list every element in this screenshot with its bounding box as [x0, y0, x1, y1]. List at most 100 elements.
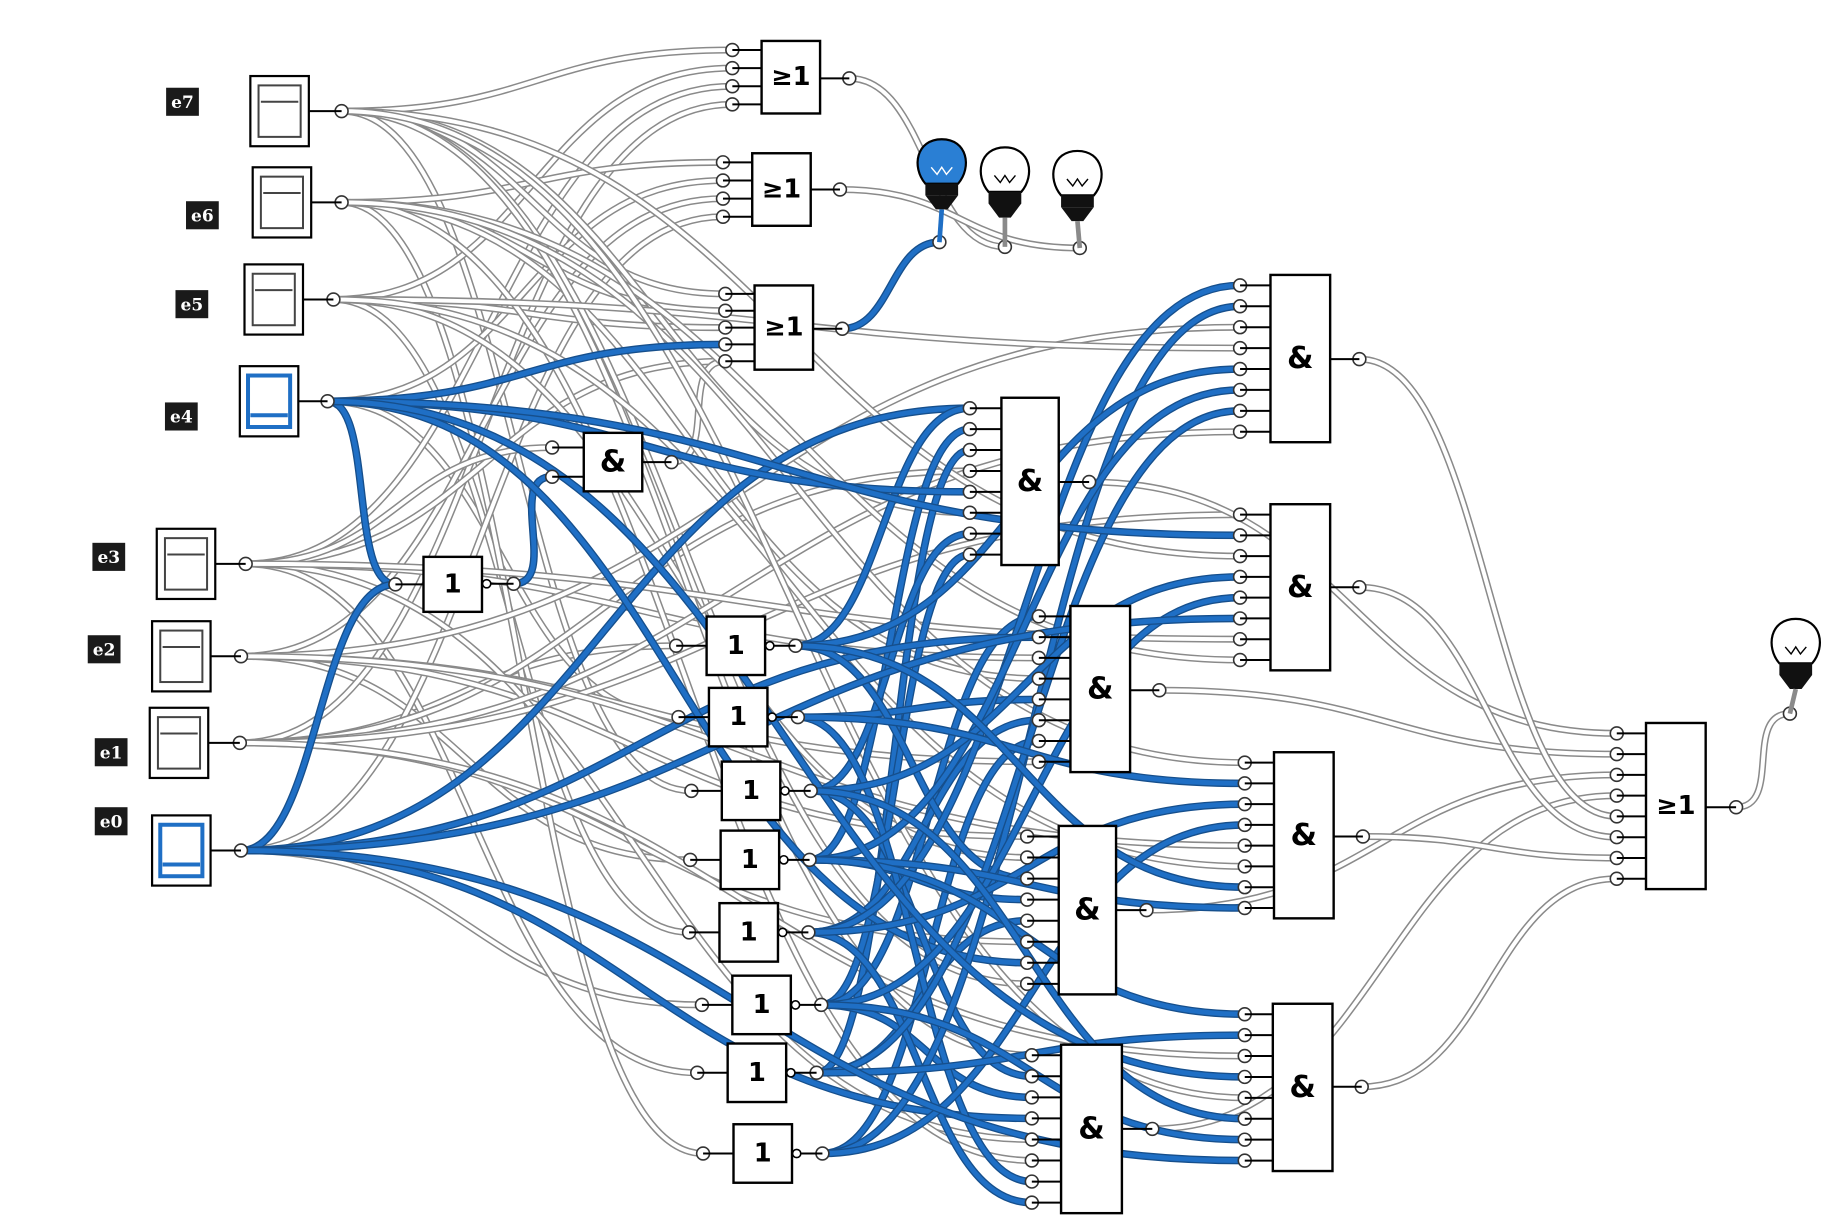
gate-symbol: 1	[729, 702, 747, 732]
active-wire	[323, 397, 1031, 967]
switch-e5[interactable]	[243, 263, 334, 336]
active-wire	[794, 713, 1249, 788]
active-wire	[838, 238, 944, 333]
input-label-text: e7	[171, 93, 194, 113]
not0-gate: 1	[395, 555, 514, 614]
inactive-wire	[1358, 875, 1621, 1091]
n7-gate: 1	[703, 1123, 823, 1184]
and8-gate: &	[1244, 1002, 1362, 1173]
gate-symbol: &	[600, 445, 627, 480]
gate-symbol: ≥1	[1656, 791, 1695, 821]
input-label-e3: e3	[92, 542, 126, 571]
n6-gate: 1	[697, 1042, 817, 1104]
orF-gate: ≥1	[1616, 721, 1737, 891]
gate-symbol: &	[1291, 818, 1318, 853]
inactive-wire	[1148, 792, 1621, 1133]
input-label-text: e3	[97, 548, 120, 568]
active-wire	[237, 633, 1043, 855]
gate-symbol: 1	[754, 1138, 772, 1168]
active-wire	[805, 425, 974, 864]
light-bulb-icon	[916, 138, 967, 243]
inactive-wire	[1732, 710, 1794, 811]
n0-gate: 1	[676, 615, 796, 677]
and5-gate: &	[1240, 273, 1360, 444]
input-label-text: e5	[181, 295, 204, 315]
input-label-text: e1	[100, 743, 123, 763]
input-label-e2: e2	[87, 635, 121, 664]
gate-symbol: 1	[748, 1058, 766, 1088]
and3-gate: &	[1027, 824, 1147, 996]
n1-gate: 1	[678, 686, 798, 748]
gate-symbol: 1	[753, 990, 771, 1020]
and4-gate: &	[1031, 1043, 1153, 1215]
input-label-e6: e6	[186, 201, 219, 230]
gate-symbol: ≥1	[764, 313, 803, 343]
gate-symbol: 1	[727, 631, 745, 661]
inactive-wire	[237, 652, 694, 864]
active-wire	[806, 787, 1249, 1123]
active-wire	[812, 407, 1244, 1077]
active-wire	[237, 846, 1036, 1123]
input-label-text: e4	[170, 408, 193, 428]
input-label-e5: e5	[175, 290, 209, 319]
n4-gate: 1	[689, 901, 809, 963]
input-label-e4: e4	[164, 402, 198, 431]
switch-e3[interactable]	[155, 527, 246, 601]
gate-symbol: &	[1078, 1111, 1105, 1146]
inactive-wire	[836, 186, 1084, 252]
input-label-e0: e0	[94, 807, 128, 836]
andA-gate: &	[552, 431, 672, 493]
inactive-wire	[1155, 686, 1621, 758]
input-label-e1: e1	[94, 738, 128, 767]
gate-symbol: ≥1	[771, 62, 810, 92]
gate-symbol: &	[1087, 672, 1114, 707]
gate-symbol: &	[1289, 1070, 1316, 1105]
switch-e2[interactable]	[150, 620, 241, 693]
light-bulb-icon	[979, 146, 1031, 247]
active-wire	[804, 281, 1244, 937]
input-switches[interactable]	[148, 74, 342, 887]
switch-e4[interactable]	[238, 365, 328, 438]
gate-symbol: &	[1074, 893, 1101, 928]
input-labels: e7 e6 e5 e4 e3 e2 e1 e0	[87, 87, 219, 836]
inactive-wire	[1355, 355, 1621, 820]
active-wire	[791, 404, 974, 650]
inactive-wire	[1359, 832, 1621, 862]
gate-symbol: 1	[444, 569, 462, 599]
active-wire	[323, 397, 400, 589]
gate-symbol: ≥1	[762, 175, 801, 205]
active-wire	[323, 397, 1244, 540]
switch-e7[interactable]	[249, 74, 342, 148]
light-bulb-icon	[1770, 617, 1821, 715]
active-wire	[323, 340, 730, 406]
gate-symbol: 1	[740, 917, 758, 947]
inactive-wire	[338, 46, 736, 115]
gate-symbol: &	[1287, 341, 1314, 376]
inactive-wire	[338, 198, 1036, 1165]
input-label-text: e0	[100, 812, 123, 832]
or2-gate: ≥1	[722, 152, 840, 227]
active-wire	[806, 573, 1244, 795]
gate-symbol: &	[1287, 570, 1314, 605]
active-wire	[323, 397, 1249, 1081]
active-wire	[237, 404, 974, 855]
inactive-wire	[237, 652, 1249, 850]
or1-gate: ≥1	[732, 39, 850, 115]
gate-symbol: &	[1017, 464, 1044, 499]
switch-e6[interactable]	[251, 166, 342, 239]
switch-e1[interactable]	[148, 706, 240, 780]
switch-e0[interactable]	[150, 814, 241, 887]
input-label-text: e2	[93, 640, 116, 660]
inactive-wire	[236, 739, 1249, 1060]
and7-gate: &	[1244, 751, 1363, 920]
active-wire	[237, 580, 400, 855]
inactive-wire	[1085, 478, 1621, 737]
active-wire	[509, 472, 556, 588]
active-wire	[794, 713, 1036, 1186]
inactive-wire	[324, 176, 727, 405]
active-wire	[812, 446, 974, 1077]
inactive-wire	[1355, 583, 1621, 841]
inactive-wire	[338, 107, 1036, 1059]
